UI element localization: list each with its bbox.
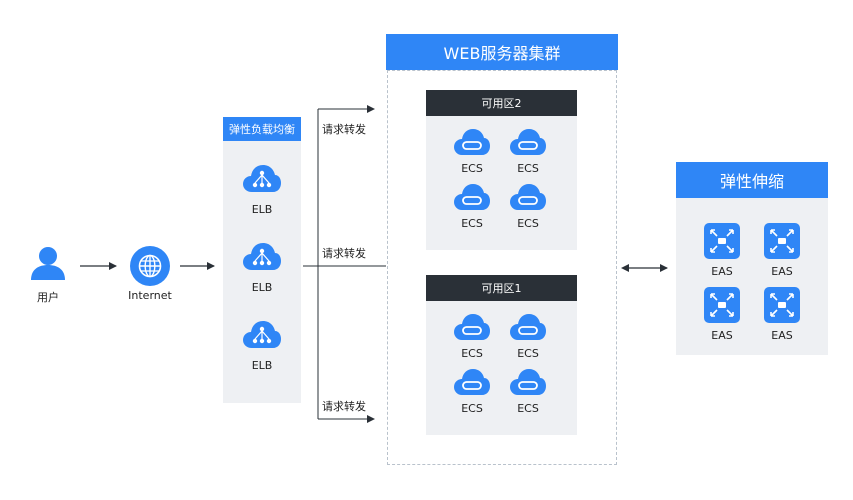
ecs-label: ECS: [461, 347, 483, 360]
eas-label: EAS: [771, 265, 793, 278]
forward-label-bottom: 请求转发: [322, 400, 366, 413]
user-node: [26, 245, 70, 281]
internet-node: [128, 245, 172, 287]
web-cluster-title: WEB服务器集群: [386, 34, 618, 70]
internet-label: Internet: [128, 289, 172, 302]
auto-scaling-icon: [764, 287, 800, 323]
ecs-label: ECS: [517, 402, 539, 415]
ecs-label: ECS: [517, 347, 539, 360]
elb-label: ELB: [251, 359, 273, 372]
zone-panel: [426, 90, 577, 250]
eas-label: EAS: [771, 329, 793, 342]
zone-title: 可用区1: [426, 275, 577, 301]
web-cluster-container: [387, 70, 617, 465]
elb-item: [242, 319, 282, 349]
ecs-label: ECS: [517, 162, 539, 175]
forward-label-middle: 请求转发: [322, 247, 366, 260]
ecs-cloud-icon: [453, 313, 491, 341]
load-balancer-cloud-icon: [243, 165, 281, 192]
elb-label: ELB: [251, 281, 273, 294]
auto-scaling-icon: [704, 287, 740, 323]
ecs-cloud-icon: [453, 183, 491, 211]
eas-label: EAS: [711, 265, 733, 278]
elb-label: ELB: [251, 203, 273, 216]
load-balancer-cloud-icon: [243, 243, 281, 270]
ecs-label: ECS: [461, 402, 483, 415]
auto-scaling-icon: [764, 223, 800, 259]
globe-icon: [130, 246, 170, 286]
user-label: 用户: [37, 291, 59, 304]
eas-label: EAS: [711, 329, 733, 342]
ecs-label: ECS: [517, 217, 539, 230]
ecs-cloud-icon: [509, 183, 547, 211]
zone-title: 可用区2: [426, 90, 577, 116]
elb-item: [242, 163, 282, 193]
ecs-cloud-icon: [509, 368, 547, 396]
elb-item: [242, 241, 282, 271]
ecs-cloud-icon: [509, 128, 547, 156]
ecs-label: ECS: [461, 162, 483, 175]
zone-panel: [426, 275, 577, 435]
forward-label-top: 请求转发: [322, 123, 366, 136]
elb-panel-title: 弹性负载均衡: [223, 117, 301, 141]
ecs-cloud-icon: [509, 313, 547, 341]
load-balancer-cloud-icon: [243, 321, 281, 348]
ecs-cloud-icon: [453, 368, 491, 396]
auto-scaling-icon: [704, 223, 740, 259]
ecs-label: ECS: [461, 217, 483, 230]
user-icon: [31, 247, 65, 280]
eas-panel-title: 弹性伸缩: [676, 162, 828, 198]
ecs-cloud-icon: [453, 128, 491, 156]
